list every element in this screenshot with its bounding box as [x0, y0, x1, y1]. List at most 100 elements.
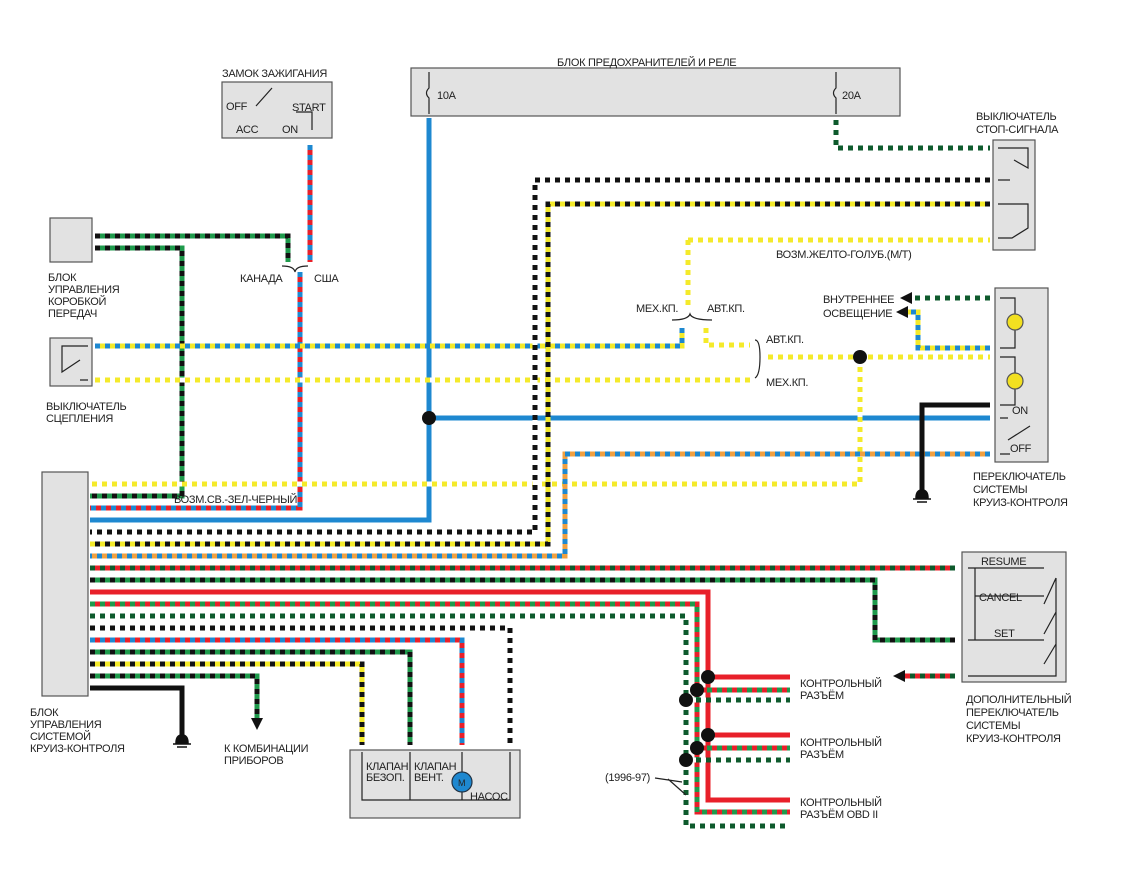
wire — [90, 673, 260, 718]
wire-stripe — [833, 120, 990, 151]
valve1-label: КЛАПАН — [366, 761, 409, 773]
wire — [90, 649, 413, 745]
splice-dot — [679, 753, 693, 767]
wire — [90, 245, 185, 499]
aux-switch-label: СИСТЕМЫ — [966, 720, 1020, 732]
clutch-switch-box — [49, 337, 93, 387]
aux-switch-label: КРУИЗ-КОНТРОЛЯ — [966, 733, 1061, 745]
cruise-switch-label: КРУИЗ-КОНТРОЛЯ — [973, 497, 1068, 509]
fuse-20a-label: 20A — [842, 90, 862, 102]
transmission-module-label: ПЕРЕДАЧ — [48, 308, 97, 320]
interior-light-label: ВНУТРЕННЕЕ — [823, 294, 894, 306]
wire — [95, 328, 685, 349]
splice-dot — [690, 741, 704, 755]
brake-switch-box — [992, 139, 1036, 251]
wire-stripe — [90, 637, 465, 745]
wire-note: МЕХ.КП. — [766, 377, 808, 389]
arrow-icon — [251, 718, 263, 730]
aux-switch-circuit-icon — [968, 567, 1057, 677]
wire — [919, 402, 990, 490]
ignition-start-label: START — [292, 102, 326, 114]
connector-label: РАЗЪЁМ — [800, 749, 844, 761]
wire — [90, 118, 432, 523]
clutch-switch-contact-icon — [61, 345, 88, 381]
cruise-module-label: КРУИЗ-КОНТРОЛЯ — [30, 743, 125, 755]
wire — [90, 451, 990, 559]
connector-label: РАЗЪЁМ OBD II — [800, 809, 878, 821]
transmission-module-label: УПРАВЛЕНИЯ — [48, 284, 120, 296]
wire-stripe — [90, 613, 790, 829]
wire — [90, 357, 863, 487]
fusebox-title: БЛОК ПРЕДОХРАНИТЕЛЕЙ И РЕЛЕ — [557, 56, 736, 69]
wire-stripe — [90, 201, 990, 547]
wire-note: АВТ.КП. — [707, 303, 745, 315]
transmission-bracket-right — [754, 339, 761, 379]
fuse-relay-box — [410, 67, 901, 117]
fuse-10a-label: 10A — [437, 90, 457, 102]
wire — [833, 120, 990, 151]
wire — [90, 613, 790, 829]
wire — [90, 177, 990, 535]
wire-base — [90, 589, 790, 803]
wire-note: ВОЗМ.ЖЕЛТО-ГОЛУБ.(М/Т) — [776, 249, 911, 261]
wire-base — [90, 577, 955, 643]
wire-note: ВОЗМ.СВ.-ЗЕЛ-ЧЕРНЫЙ — [174, 493, 297, 506]
arrow-icon — [900, 292, 912, 304]
instrument-cluster-label: К КОМБИНАЦИИ — [224, 743, 308, 755]
wire-base — [833, 120, 990, 151]
wire — [90, 637, 465, 745]
transmission-module-label: КОРОБКОЙ — [48, 295, 106, 308]
wire — [90, 601, 790, 815]
wire — [90, 577, 955, 643]
wire-base — [95, 328, 685, 349]
arrow-icon — [896, 306, 908, 318]
instrument-cluster-label: ПРИБОРОВ — [224, 755, 283, 767]
wire-stripe — [90, 577, 955, 643]
wire — [908, 309, 990, 351]
valve2-label: КЛАПАН — [414, 761, 457, 773]
valve1-label: БЕЗОП. — [366, 772, 405, 784]
cruise-module-label: СИСТЕМОЙ — [30, 730, 91, 743]
wire-base — [90, 685, 185, 735]
wire — [95, 233, 291, 262]
wire — [90, 272, 303, 511]
lamp-icon — [1006, 313, 1024, 331]
wire — [90, 201, 990, 547]
pump-motor-icon — [451, 771, 473, 793]
actuator-box — [349, 749, 521, 819]
connector-label: КОНТРОЛЬНЫЙ — [800, 736, 882, 749]
connector-label: КОНТРОЛЬНЫЙ — [800, 677, 882, 690]
ignition-on-label: ON — [282, 124, 298, 136]
years-note: (1996-97) — [605, 772, 650, 784]
ignition-title: ЗАМОК ЗАЖИГАНИЯ — [222, 68, 327, 80]
wire-base — [919, 402, 990, 490]
transmission-module-box — [49, 217, 93, 263]
wire-stripe — [90, 245, 185, 499]
wire-stripe — [90, 272, 303, 511]
splice-dot — [690, 683, 704, 697]
splice-dot — [701, 728, 715, 742]
ground-icon — [173, 734, 191, 748]
wire — [703, 328, 750, 348]
aux-switch-label: ПЕРЕКЛЮЧАТЕЛЬ — [966, 707, 1059, 719]
region-bracket — [281, 265, 309, 273]
aux-set-label: SET — [994, 628, 1015, 640]
wire-stripe — [90, 673, 260, 718]
lamp-icon — [1006, 372, 1024, 390]
wire-stripe — [90, 177, 990, 535]
cruise-switch-label: ПЕРЕКЛЮЧАТЕЛЬ — [973, 471, 1066, 483]
wire-base — [90, 272, 303, 511]
wire-stripe — [90, 625, 513, 745]
cruise-switch-off-label: OFF — [1010, 443, 1032, 455]
brake-switch-contact-icon — [998, 147, 1029, 239]
wire-note: АВТ.КП. — [766, 334, 804, 346]
ground-icon — [913, 489, 931, 503]
splice-dot — [701, 670, 715, 684]
transmission-module-label: БЛОК — [48, 272, 77, 284]
connector-label: КОНТРОЛЬНЫЙ — [800, 796, 882, 809]
wire — [90, 685, 185, 735]
splice-dot — [679, 693, 693, 707]
wire-base — [90, 637, 465, 745]
ignition-switch-box — [221, 81, 333, 139]
wire-stripe — [90, 357, 863, 487]
